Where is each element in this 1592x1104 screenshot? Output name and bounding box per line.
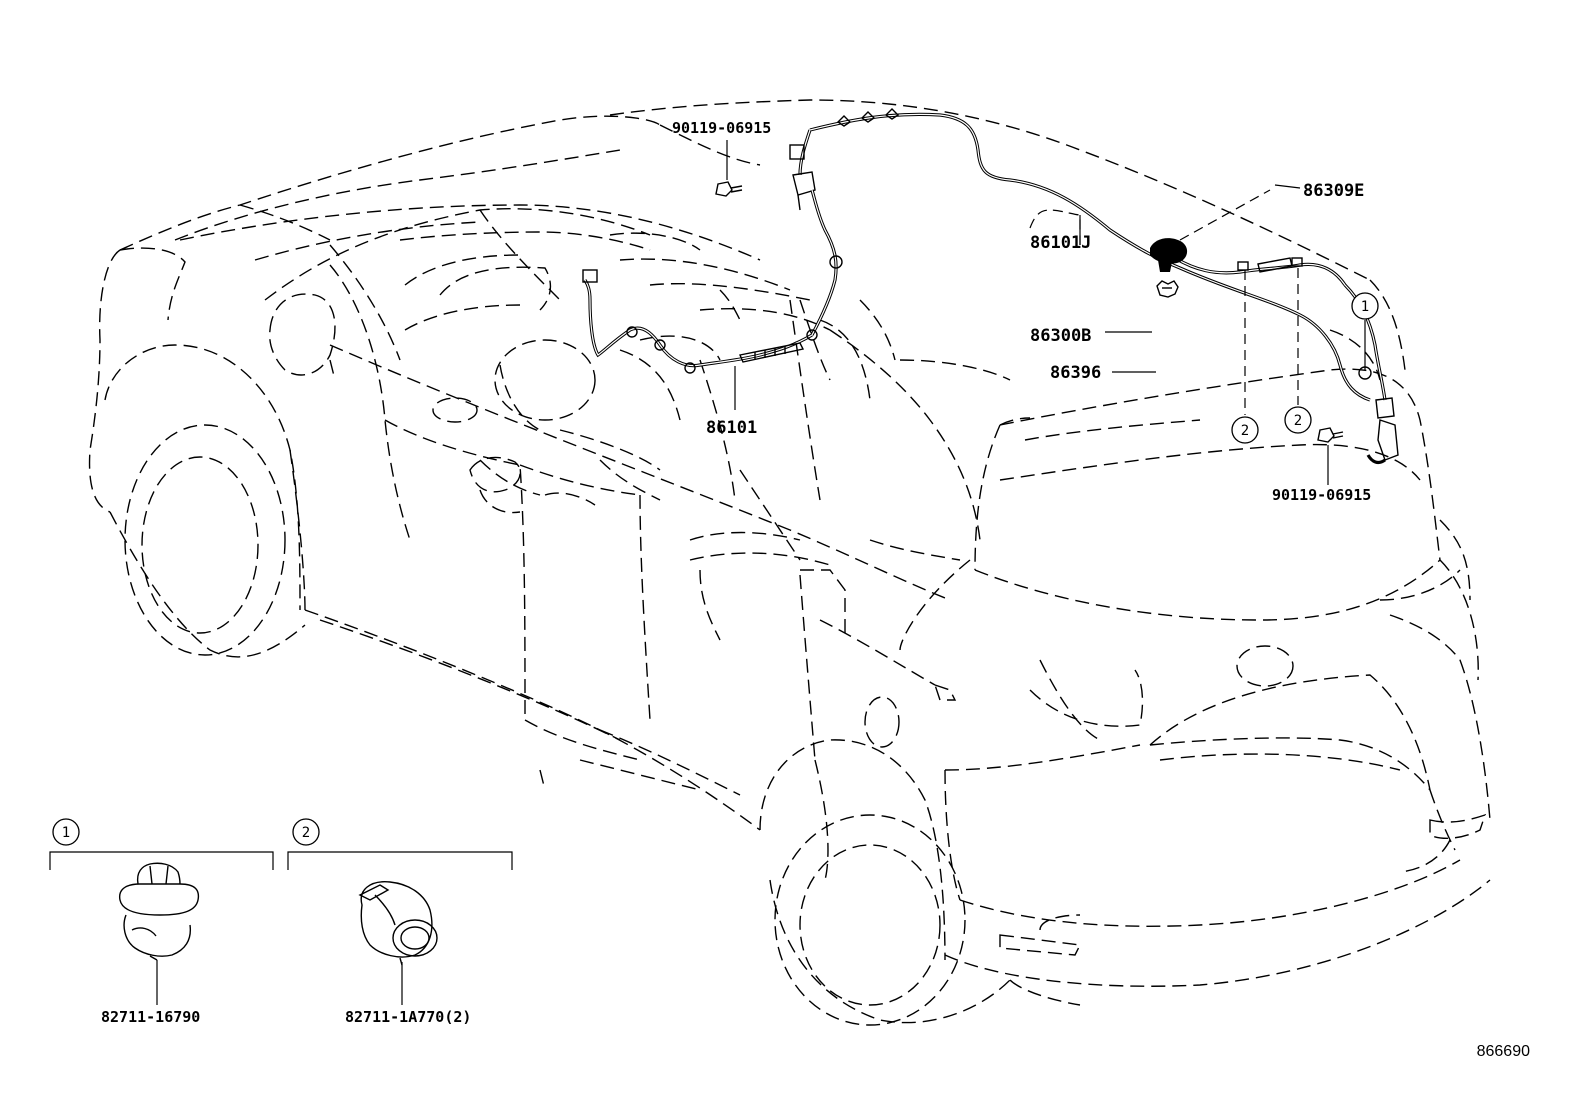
bolt-front-part: [715, 181, 743, 197]
callout-circles: 1 2 2: [1231, 292, 1379, 444]
label-cord-main: 86101: [706, 418, 757, 438]
legend-clip-2: 2 82711-1A770(2): [287, 818, 513, 1026]
antenna-pad-part: [1156, 280, 1179, 298]
antenna-cord-harness: [582, 108, 1399, 465]
legend-callout-1: 1: [62, 825, 70, 841]
label-antenna-pad: 86396: [1050, 363, 1101, 383]
antenna-base-part: [1150, 238, 1188, 272]
label-cord-roof: 86101J: [1030, 233, 1091, 253]
label-bolt-rear: 90119-06915: [1272, 486, 1371, 504]
label-clip-1: 82711-16790: [101, 1008, 200, 1026]
legend-clip-1: 1 82711-16790: [49, 818, 274, 1026]
clip-2-icon: [358, 881, 438, 966]
label-antenna-mast: 86309E: [1303, 181, 1364, 201]
leader-lines: [726, 140, 1366, 485]
car-body-outline: [88, 99, 1491, 1026]
callout-2-left: 2: [1241, 423, 1249, 439]
label-bolt-front: 90119-06915: [672, 119, 771, 137]
callout-1: 1: [1361, 299, 1369, 315]
diagram-ref-number: 866690: [1477, 1043, 1530, 1060]
part-labels: 90119-06915 86309E 86101J 86300B 86396 8…: [672, 119, 1371, 504]
callout-2-right: 2: [1294, 413, 1302, 429]
label-antenna-base: 86300B: [1030, 326, 1091, 346]
bolt-rear-part: [1317, 427, 1344, 443]
clip-1-icon: [118, 862, 200, 961]
legend-callout-2: 2: [302, 825, 310, 841]
label-clip-2: 82711-1A770(2): [345, 1008, 471, 1026]
